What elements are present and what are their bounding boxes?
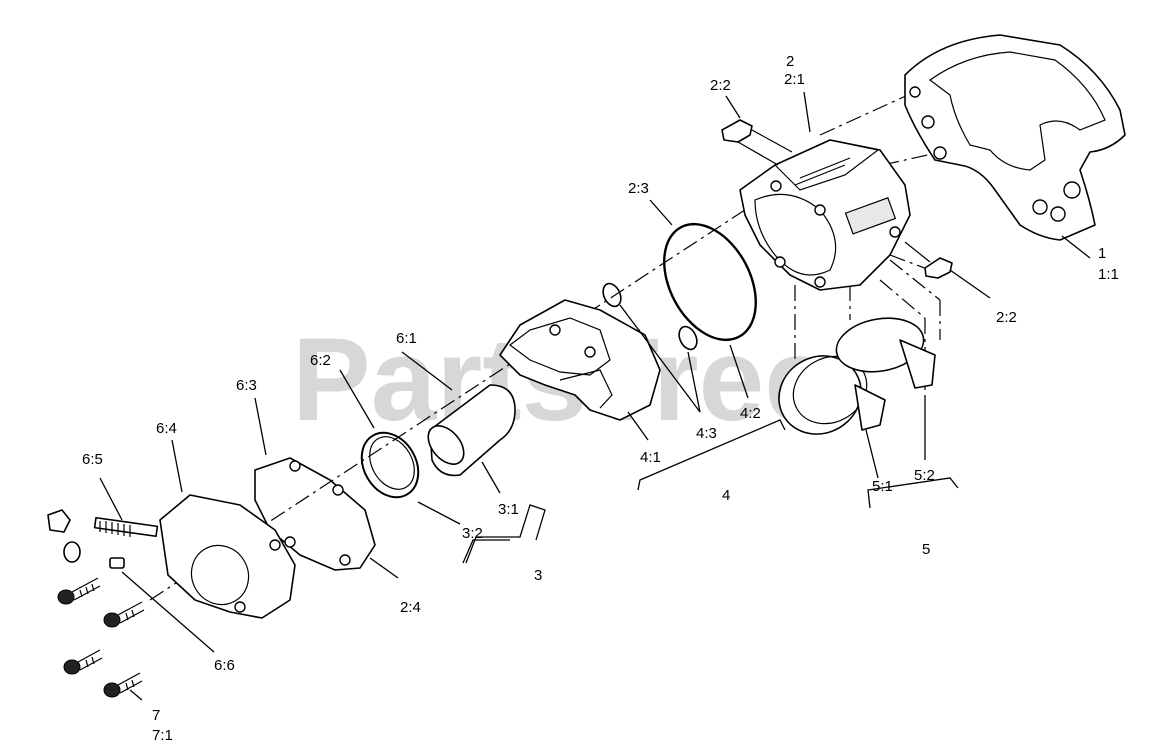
- callout-6-3: 6:3: [236, 377, 257, 394]
- hole-icon: [584, 346, 596, 358]
- screw-part[interactable]: [57, 577, 101, 605]
- plug-part[interactable]: [63, 541, 125, 569]
- gasket-hole-icon: [284, 536, 296, 548]
- callout-3-2: 3:2: [462, 525, 483, 542]
- gasket-part[interactable]: [254, 457, 376, 571]
- hole-icon: [549, 324, 561, 336]
- callout-1-1: 1:1: [1098, 266, 1119, 283]
- bolt-hole-icon: [774, 256, 786, 268]
- gearbox-housing-part[interactable]: [739, 139, 911, 291]
- callout-3: 3: [534, 567, 542, 584]
- callout-6-2: 6:2: [310, 352, 331, 369]
- screw-part[interactable]: [103, 601, 145, 628]
- small-o-ring-part[interactable]: [676, 324, 701, 353]
- gasket-hole-icon: [339, 554, 351, 566]
- grease-fitting-part[interactable]: [47, 509, 159, 538]
- handle-shroud-part[interactable]: [904, 34, 1126, 241]
- leader-lines: [99, 91, 1091, 701]
- spacer-cylinder-part[interactable]: [421, 384, 516, 477]
- callout-1: 1: [1098, 245, 1106, 262]
- callout-labels: 2 2:1 2:2 2:2 2:3 2:4 1 1:1 3 3:1 3:2 4 …: [82, 53, 1119, 744]
- inner-shroud-part[interactable]: [499, 299, 661, 421]
- bolt-hole-icon: [269, 539, 281, 551]
- pad-part-rear[interactable]: [832, 312, 936, 389]
- bolt-hole-icon: [814, 276, 826, 288]
- callout-6-4: 6:4: [156, 420, 177, 437]
- bolt-hole-icon: [1050, 206, 1066, 222]
- end-cover-part[interactable]: [159, 494, 296, 619]
- bolt-hole-icon: [1032, 199, 1048, 215]
- callout-7-1: 7:1: [152, 727, 173, 744]
- callout-2-2-bottom: 2:2: [996, 309, 1017, 326]
- callout-4-1: 4:1: [640, 449, 661, 466]
- callout-2: 2: [786, 53, 794, 70]
- screw-part[interactable]: [103, 672, 143, 698]
- callout-6-1: 6:1: [396, 330, 417, 347]
- callout-4-3: 4:3: [696, 425, 717, 442]
- callout-4: 4: [722, 487, 730, 504]
- pad-part-front[interactable]: [765, 341, 886, 449]
- callout-4-2: 4:2: [740, 405, 761, 422]
- large-o-ring-part[interactable]: [646, 208, 775, 355]
- bolt-hole-icon: [770, 180, 782, 192]
- bolt-hole-icon: [933, 146, 947, 160]
- bolt-hole-icon: [814, 204, 826, 216]
- bolt-hole-icon: [909, 86, 921, 98]
- screw-part[interactable]: [63, 649, 103, 675]
- bolt-hole-icon: [889, 226, 901, 238]
- callout-2-1: 2:1: [784, 71, 805, 88]
- small-o-ring-part[interactable]: [600, 281, 625, 310]
- callout-6-6: 6:6: [214, 657, 235, 674]
- callout-5-1: 5:1: [872, 478, 893, 495]
- bolt-hole-icon: [234, 601, 246, 613]
- clip-part-top[interactable]: [721, 119, 793, 166]
- callout-5: 5: [922, 541, 930, 558]
- callout-2-3: 2:3: [628, 180, 649, 197]
- bearing-ring-part[interactable]: [350, 423, 429, 508]
- callout-5-2: 5:2: [914, 467, 935, 484]
- gasket-hole-icon: [332, 484, 344, 496]
- callout-7: 7: [152, 707, 160, 724]
- bolt-hole-icon: [921, 115, 935, 129]
- callout-6-5: 6:5: [82, 451, 103, 468]
- clip-part-bottom[interactable]: [904, 241, 953, 279]
- callout-2-4: 2:4: [400, 599, 421, 616]
- callout-2-2-top: 2:2: [710, 77, 731, 94]
- gasket-hole-icon: [289, 460, 301, 472]
- bolt-hole-icon: [1063, 181, 1081, 199]
- callout-3-1: 3:1: [498, 501, 519, 518]
